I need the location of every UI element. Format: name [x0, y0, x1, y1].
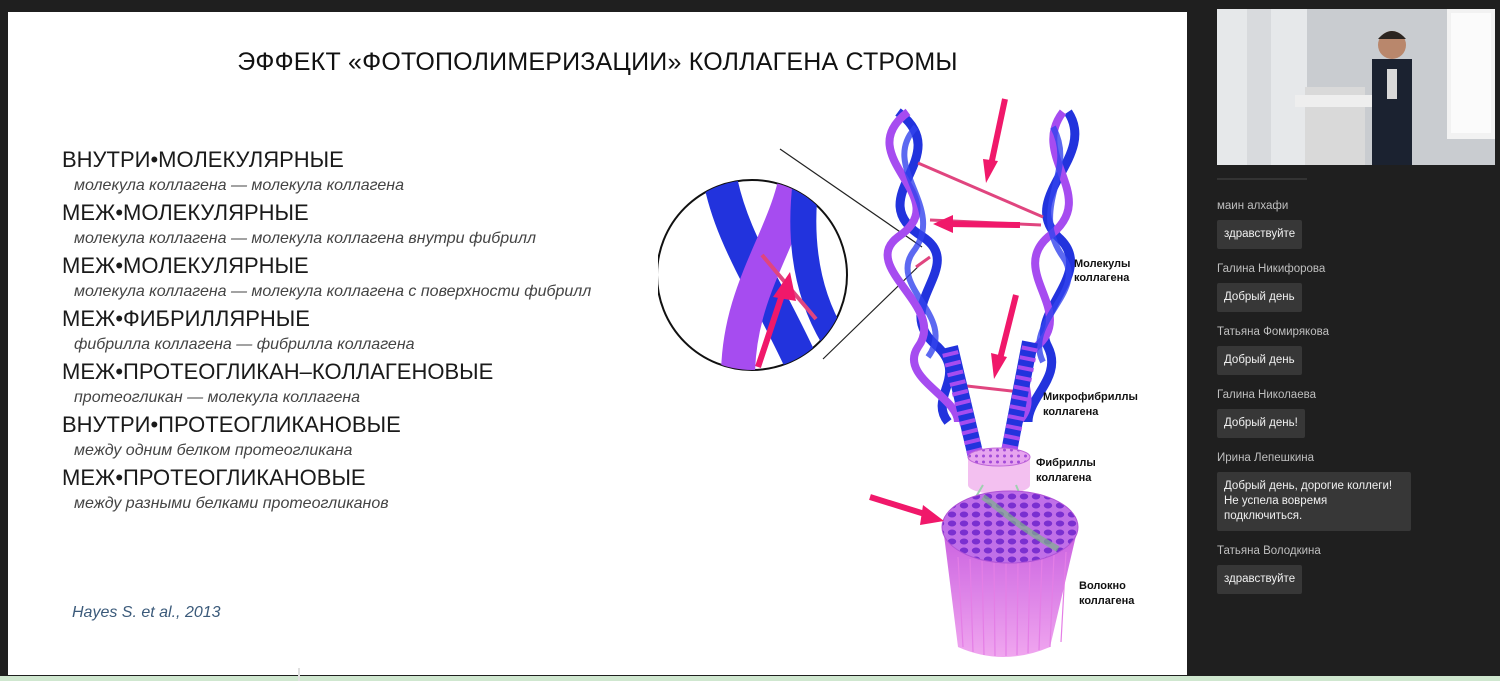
label-fibrils: коллагена	[1036, 472, 1092, 484]
bond-description: фибрилла коллагена — фибрилла коллагена	[74, 336, 415, 353]
chat-message: маин алхафи здравствуйте	[1217, 200, 1493, 249]
citation: Hayes S. et al., 2013	[72, 604, 221, 621]
chat-message: Галина Никифорова Добрый день	[1217, 263, 1493, 312]
chat-message: Ирина Лепешкина Добрый день, дорогие кол…	[1217, 452, 1493, 531]
chat-author: Галина Николаева	[1217, 389, 1316, 401]
chat-bubble: Добрый день, дорогие коллеги! Не успела …	[1217, 472, 1411, 531]
presentation-slide: ЭФФЕКТ «ФОТОПОЛИМЕРИЗАЦИИ» КОЛЛАГЕНА СТР…	[8, 12, 1187, 675]
slide-title: ЭФФЕКТ «ФОТОПОЛИМЕРИЗАЦИИ» КОЛЛАГЕНА СТР…	[237, 48, 958, 76]
chat-panel: маин алхафи здравствуйте Галина Никифоро…	[1217, 178, 1493, 608]
label-molecules: Молекулы	[1074, 258, 1130, 270]
bond-heading: МЕЖ•ПРОТЕОГЛИКАН–КОЛЛАГЕНОВЫЕ	[62, 359, 494, 384]
chat-bubble: Добрый день	[1217, 283, 1302, 312]
bond-heading: ВНУТРИ•ПРОТЕОГЛИКАНОВЫЕ	[62, 412, 401, 437]
bond-description: протеогликан — молекула коллагена	[74, 389, 361, 406]
bond-types-list: ВНУТРИ•МОЛЕКУЛЯРНЫЕ молекула коллагена —…	[62, 146, 682, 517]
label-molecules: коллагена	[1074, 272, 1130, 284]
chat-bubble: Добрый день!	[1217, 409, 1305, 438]
label-microfibrils: коллагена	[1043, 406, 1099, 418]
bond-description: молекула коллагена — молекула коллагена	[74, 177, 404, 194]
chat-bubble: здравствуйте	[1217, 220, 1303, 249]
zoom-circle	[658, 179, 848, 371]
collagen-hierarchy-diagram: Молекулы коллагена Микрофибриллы коллаге…	[658, 98, 1138, 657]
bond-heading: МЕЖ•МОЛЕКУЛЯРНЫЕ	[62, 253, 309, 278]
microfibrils	[942, 340, 1038, 459]
label-fiber: коллагена	[1079, 595, 1135, 607]
bond-description: молекула коллагена — молекула коллагена …	[74, 283, 592, 300]
label-fiber: Волокно	[1079, 580, 1126, 592]
speaker-video[interactable]	[1217, 9, 1495, 165]
bond-heading: МЕЖ•ПРОТЕОГЛИКАНОВЫЕ	[62, 465, 366, 490]
chat-message: Татьяна Фомирякова Добрый день	[1217, 326, 1493, 375]
bond-heading: МЕЖ•МОЛЕКУЛЯРНЫЕ	[62, 200, 309, 225]
chat-author: Татьяна Володкина	[1217, 545, 1321, 557]
speaker-video-frame	[1217, 9, 1495, 165]
bond-description: молекула коллагена — молекула коллагена …	[74, 230, 537, 247]
photopolymerization-arrows	[869, 98, 1021, 525]
left-helix	[883, 108, 962, 425]
bottom-bar	[0, 676, 1500, 681]
fiber	[941, 490, 1079, 657]
label-microfibrils: Микрофибриллы	[1043, 391, 1138, 403]
chat-author: Ирина Лепешкина	[1217, 452, 1315, 464]
chat-divider	[1217, 178, 1307, 180]
chat-bubble: здравствуйте	[1217, 565, 1303, 594]
chat-author: Галина Никифорова	[1217, 263, 1326, 275]
chat-message: Татьяна Володкина здравствуйте	[1217, 545, 1493, 594]
chat-author: маин алхафи	[1217, 200, 1289, 212]
bond-description: между разными белками протеогликанов	[74, 495, 389, 512]
chat-author: Татьяна Фомирякова	[1217, 326, 1329, 338]
fibril	[957, 447, 1034, 528]
chat-bubble: Добрый день	[1217, 346, 1302, 375]
bond-heading: МЕЖ•ФИБРИЛЛЯРНЫЕ	[62, 306, 310, 331]
progress-marker[interactable]	[298, 668, 300, 681]
label-fibrils: Фибриллы	[1036, 457, 1096, 469]
bond-heading: ВНУТРИ•МОЛЕКУЛЯРНЫЕ	[62, 147, 344, 172]
bond-description: между одним белком протеогликана	[74, 442, 353, 459]
chat-message: Галина Николаева Добрый день!	[1217, 389, 1493, 438]
